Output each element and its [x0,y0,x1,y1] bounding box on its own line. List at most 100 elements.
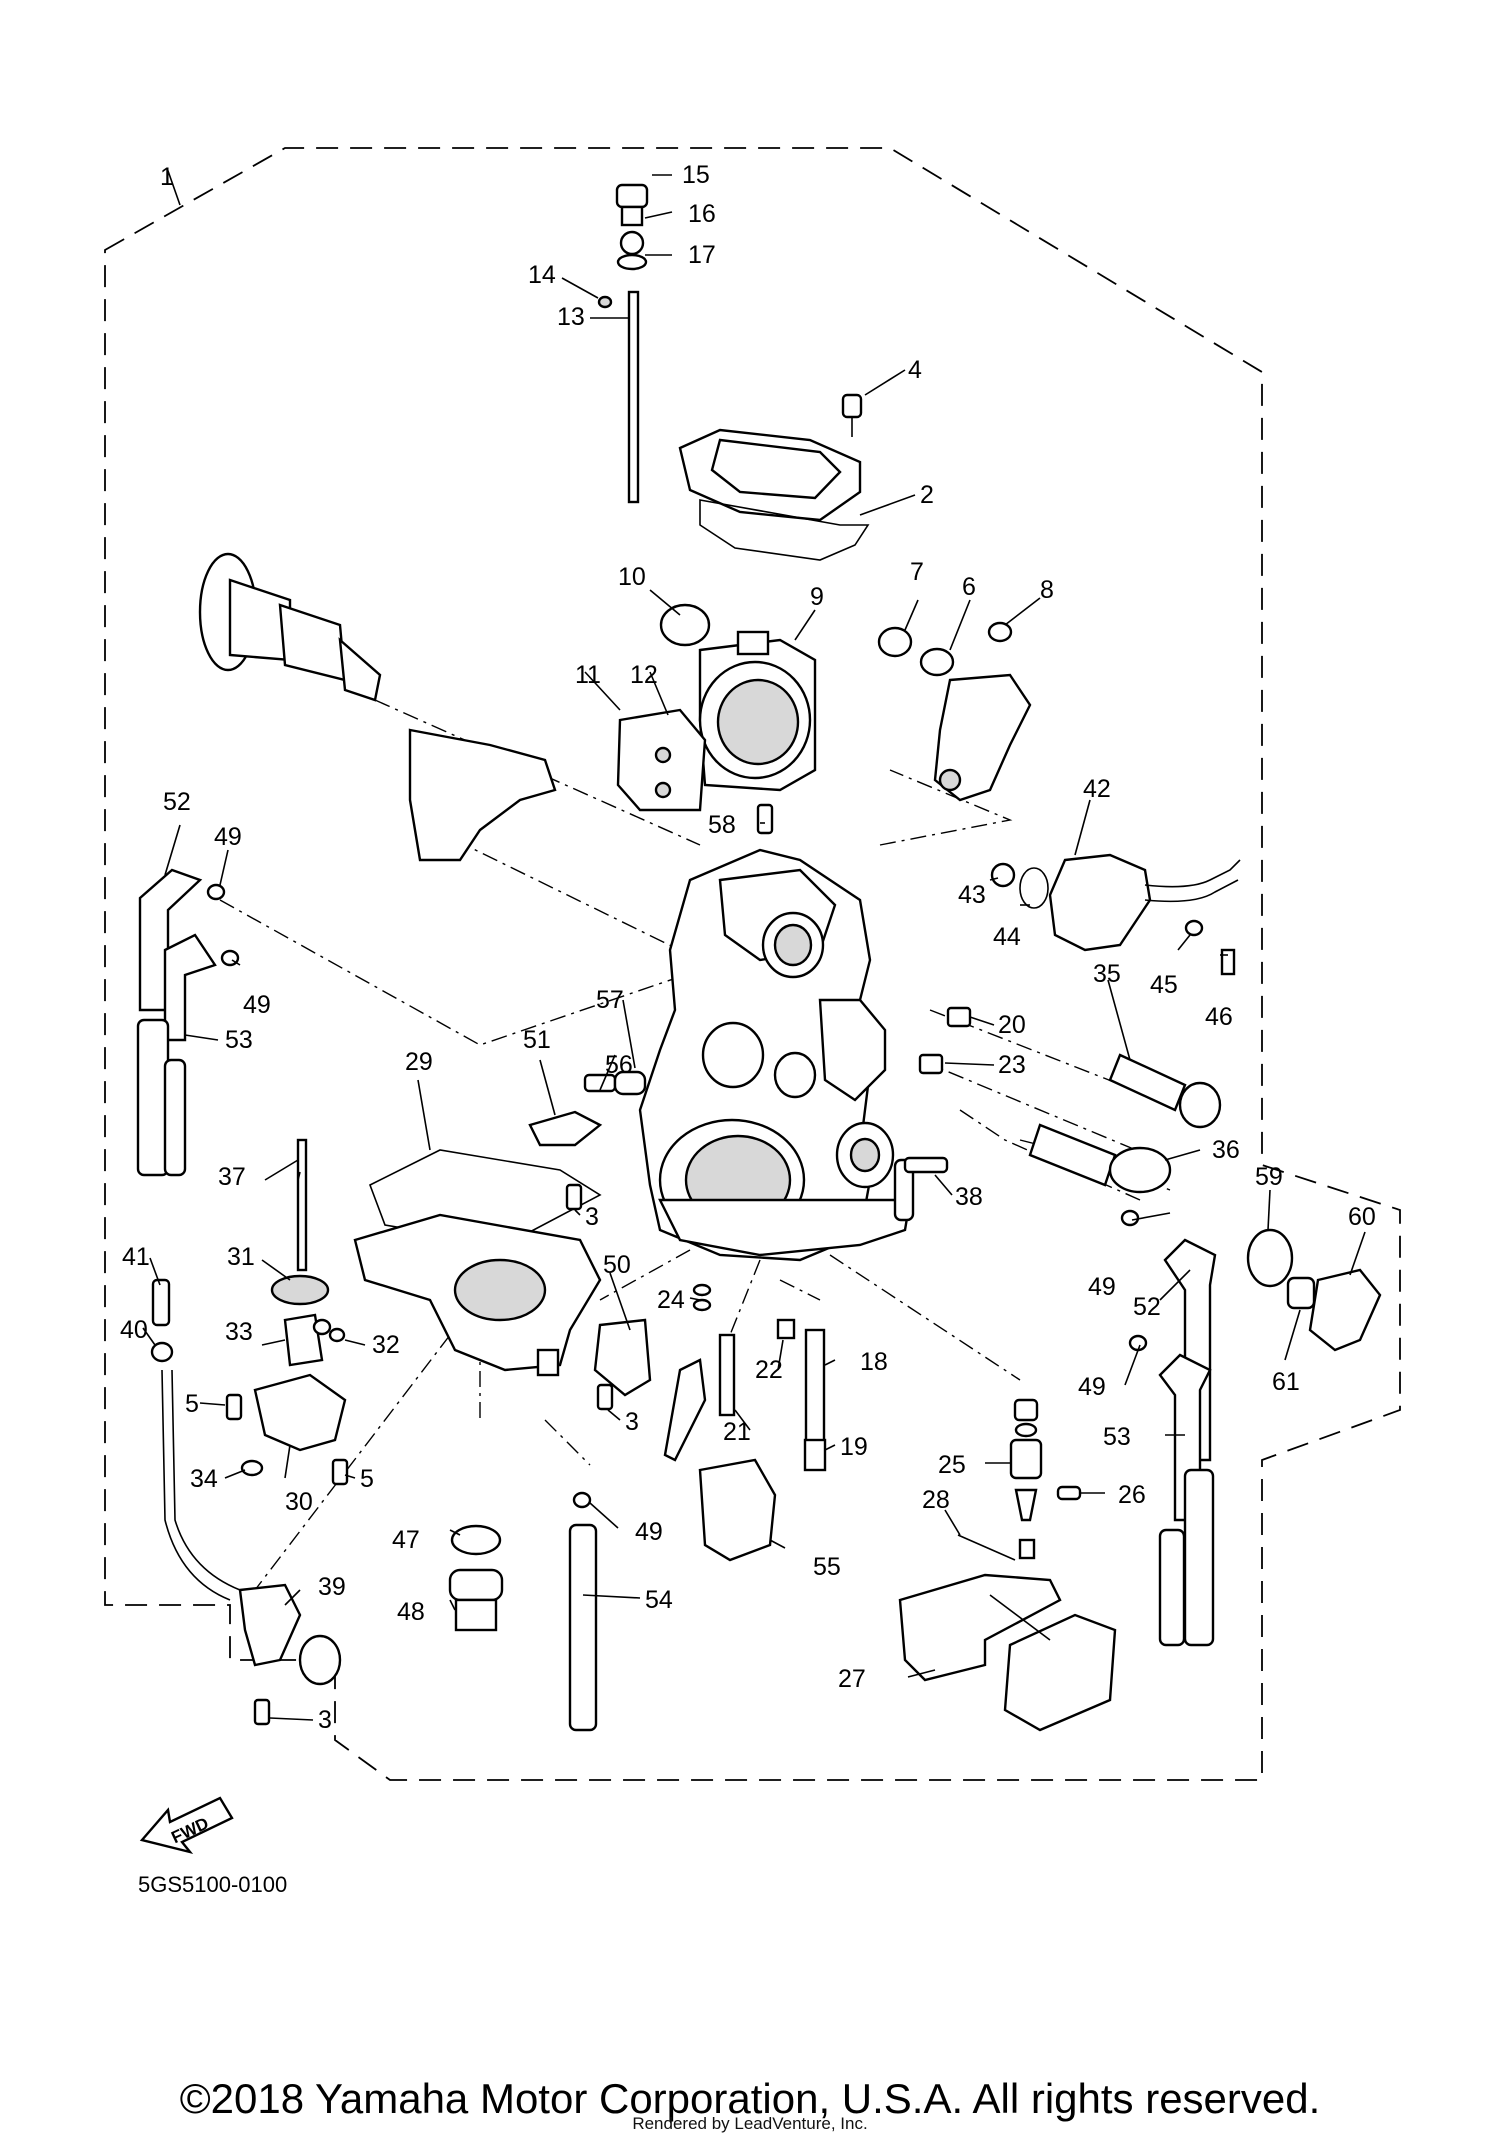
top-cover [678,393,870,561]
callout-labels: 1 2 3 3 3 4 5 5 6 7 8 9 10 11 12 13 14 1… [120,161,1376,1734]
callout-11: 11 [575,661,601,689]
hoses [136,868,1217,1732]
callout-14: 14 [528,261,556,289]
callout-30: 30 [285,1488,313,1516]
callout-42: 42 [1083,775,1111,803]
callout-23: 23 [998,1051,1026,1079]
fwd-arrow: FWD [139,1796,234,1855]
callout-16: 16 [688,200,716,228]
callout-38: 38 [955,1183,983,1211]
callout-3c: 3 [318,1706,332,1734]
callout-22: 22 [755,1356,783,1384]
screws [225,1183,614,1726]
callout-41: 41 [122,1243,150,1271]
callout-37: 37 [218,1163,246,1191]
callout-49e: 49 [635,1518,663,1546]
callout-44: 44 [993,923,1021,951]
drain-plug [448,1524,504,1632]
callout-13: 13 [557,303,585,331]
callout-49a: 49 [214,823,242,851]
callout-25: 25 [938,1451,966,1479]
throttle-shaft [198,552,557,862]
callout-56: 56 [605,1051,633,1079]
callout-53b: 53 [1103,1423,1131,1451]
callout-10: 10 [618,563,646,591]
hose-joint-plate [528,1110,603,1147]
callout-35: 35 [1093,960,1121,988]
callout-8: 8 [1040,576,1054,604]
assembly-boundary [104,147,1401,1781]
callout-12: 12 [630,661,658,689]
float-bowl [353,1149,602,1377]
spring-oring [150,1278,174,1363]
callout-47: 47 [392,1526,420,1554]
float [898,1573,1117,1732]
callout-5b: 5 [360,1465,374,1493]
callout-57: 57 [596,986,624,1014]
callout-29: 29 [405,1048,433,1076]
callout-27: 27 [838,1665,866,1693]
callout-60: 60 [1348,1203,1376,1231]
callout-50: 50 [603,1251,631,1279]
callout-3b: 3 [625,1408,639,1436]
adjust-screws [1028,1053,1222,1194]
rendered-by-notice: Rendered by LeadVenture, Inc. [632,2114,868,2133]
throttle-lever-parts [877,621,1032,802]
callout-55: 55 [813,1553,841,1581]
jet-needle [597,290,640,504]
copyright-notice: ©2018 Yamaha Motor Corporation, U.S.A. A… [179,2075,1321,2122]
callout-49d: 49 [1078,1373,1106,1401]
callout-15: 15 [682,161,710,189]
idle-screw [583,1070,647,1096]
callout-43: 43 [958,881,986,909]
callout-61: 61 [1272,1368,1300,1396]
callout-2: 2 [920,481,934,509]
oring-32 [328,1327,346,1343]
callout-9: 9 [810,583,824,611]
callout-4: 4 [908,356,922,384]
hose-clips [206,883,1148,1509]
callout-24: 24 [657,1286,685,1314]
screw-58 [756,803,774,835]
callout-20: 20 [998,1011,1026,1039]
jets [663,1283,827,1472]
callout-49c: 49 [1088,1273,1116,1301]
callout-51: 51 [523,1026,551,1054]
callout-46: 46 [1205,1003,1233,1031]
oring-34 [240,1459,264,1477]
diagram-code: 5GS5100-0100 [138,1872,287,1897]
callout-34: 34 [190,1465,218,1493]
drain-bolt [903,1156,949,1174]
hose-bracket [593,1318,652,1397]
callout-26: 26 [1118,1481,1146,1509]
callout-1: 1 [160,163,174,191]
callout-3a: 3 [585,1203,599,1231]
callout-33: 33 [225,1318,253,1346]
callout-32: 32 [372,1331,400,1359]
callout-6: 6 [962,573,976,601]
callout-49b: 49 [243,991,271,1019]
callout-31: 31 [227,1243,255,1271]
callout-5a: 5 [185,1390,199,1418]
callout-58: 58 [708,811,736,839]
callout-54: 54 [645,1586,673,1614]
needle-cap-parts [615,183,649,271]
pilot-screws [918,1006,972,1075]
accelerator-pump [253,1138,347,1452]
callout-59: 59 [1255,1163,1283,1191]
callout-36: 36 [1212,1136,1240,1164]
callout-18: 18 [860,1348,888,1376]
float-valve [957,1398,1082,1561]
leader-lines [142,167,1366,1721]
callout-19: 19 [840,1433,868,1461]
callout-39: 39 [318,1573,346,1601]
callout-28: 28 [922,1486,950,1514]
throttle-position-sensor [990,853,1241,976]
callout-52b: 52 [1133,1293,1161,1321]
accelerator-pump-cover [1246,1228,1382,1352]
throttle-valve [616,603,817,812]
callout-7: 7 [910,558,924,586]
callout-40: 40 [120,1316,148,1344]
callout-52a: 52 [163,788,191,816]
